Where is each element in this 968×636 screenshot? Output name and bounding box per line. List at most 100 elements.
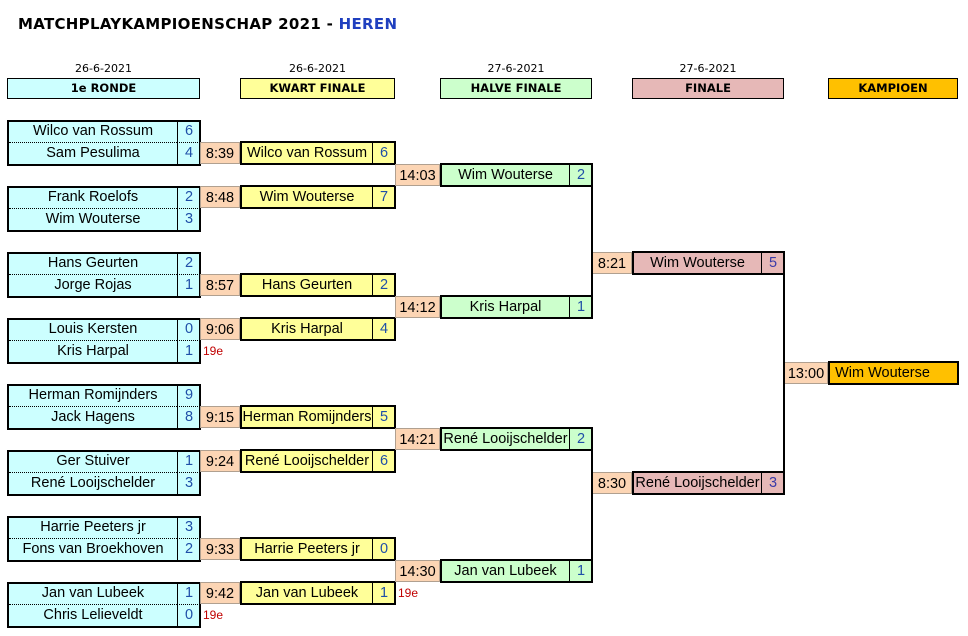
player-score: 2	[177, 186, 200, 208]
player-score: 1	[177, 274, 200, 296]
player-score: 6	[177, 120, 200, 142]
round-date: 26-6-2021	[289, 62, 346, 75]
round-header: 1e RONDE	[7, 78, 200, 99]
player-score: 2	[177, 538, 200, 560]
player-score: 3	[177, 472, 200, 494]
player-name: Jan van Lubeek	[454, 563, 557, 579]
match-time: 8:57	[200, 274, 240, 296]
player-score: 3	[177, 208, 200, 230]
player-name: Wim Wouterse	[650, 255, 745, 271]
round-header: FINALE	[632, 78, 784, 99]
player-name: René Looijschelder	[635, 475, 760, 491]
player-score: 8	[177, 406, 200, 428]
player-entry	[240, 537, 396, 561]
player-score: 2	[569, 428, 592, 450]
player-score: 4	[372, 318, 395, 340]
round-date: 27-6-2021	[679, 62, 737, 75]
player-name: Jack Hagens	[51, 409, 135, 425]
bracket-line	[783, 252, 785, 494]
divider	[177, 604, 200, 605]
player-score: 0	[372, 538, 395, 560]
player-entry	[632, 471, 785, 495]
divider	[177, 340, 200, 341]
player-name: Louis Kersten	[48, 321, 138, 337]
player-name: Jorge Rojas	[54, 277, 132, 293]
player-name: Jan van Lubeek	[41, 585, 145, 601]
player-entry	[440, 559, 593, 583]
player-score: 1	[177, 340, 200, 362]
player-name: Wilco van Rossum	[246, 145, 368, 161]
title-main: MATCHPLAYKAMPIOENSCHAP 2021 -	[18, 15, 334, 33]
round-header: KAMPIOEN	[828, 78, 958, 99]
player-name: Wim Wouterse	[835, 365, 930, 381]
divider	[9, 142, 177, 143]
player-name: Kris Harpal	[469, 299, 542, 315]
player-entry	[440, 427, 593, 451]
divider	[177, 274, 200, 275]
match-box	[7, 516, 201, 562]
player-score: 0	[177, 604, 200, 626]
player-name: Frank Roelofs	[47, 189, 139, 205]
player-name: Harrie Peeters jr	[254, 541, 360, 557]
player-score: 0	[177, 318, 200, 340]
player-name: Sam Pesulima	[46, 145, 140, 161]
match-box	[7, 186, 201, 232]
divider	[177, 208, 200, 209]
match-box	[7, 252, 201, 298]
player-name: Harrie Peeters jr	[40, 519, 146, 535]
round-date: 26-6-2021	[75, 62, 132, 75]
match-time: 14:30	[395, 560, 440, 582]
divider	[177, 538, 200, 539]
round-header: KWART FINALE	[240, 78, 395, 99]
player-score: 6	[372, 450, 395, 472]
player-score: 7	[372, 186, 395, 208]
match-time: 9:15	[200, 406, 240, 428]
player-score: 5	[761, 252, 784, 274]
extra-hole-note: 19e	[203, 344, 224, 358]
player-score: 1	[569, 296, 592, 318]
player-score: 9	[177, 384, 200, 406]
player-score: 1	[372, 582, 395, 604]
match-time: 9:06	[200, 318, 240, 340]
match-time: 9:33	[200, 538, 240, 560]
player-name: Wim Wouterse	[45, 211, 141, 227]
player-name: Jan van Lubeek	[255, 585, 359, 601]
player-name: Kris Harpal	[57, 343, 129, 359]
extra-hole-note: 19e	[203, 608, 224, 622]
divider	[9, 538, 177, 539]
match-time: 8:48	[200, 186, 240, 208]
page-title: MATCHPLAYKAMPIOENSCHAP 2021 - HEREN	[18, 15, 397, 33]
player-name: Herman Romijnders	[242, 409, 372, 425]
player-name: Hans Geurten	[47, 255, 139, 271]
player-entry	[828, 361, 959, 385]
match-box	[7, 582, 201, 628]
divider	[9, 604, 177, 605]
round-date: 27-6-2021	[487, 62, 545, 75]
divider	[177, 142, 200, 143]
divider	[9, 208, 177, 209]
player-entry	[240, 141, 396, 165]
divider	[177, 406, 200, 407]
match-box	[7, 450, 201, 496]
player-score: 2	[372, 274, 395, 296]
player-name: Fons van Broekhoven	[22, 541, 164, 557]
player-entry	[240, 449, 396, 473]
match-time: 9:24	[200, 450, 240, 472]
match-time: 14:03	[395, 164, 440, 186]
player-score: 2	[569, 164, 592, 186]
player-name: Ger Stuiver	[56, 453, 130, 469]
player-entry	[240, 273, 396, 297]
bracket-line	[591, 428, 593, 582]
round-header: HALVE FINALE	[440, 78, 592, 99]
player-name: Kris Harpal	[271, 321, 343, 337]
player-score: 4	[177, 142, 200, 164]
player-name: Wilco van Rossum	[32, 123, 154, 139]
player-entry	[240, 185, 396, 209]
match-time: 8:21	[592, 252, 632, 274]
divider	[177, 472, 200, 473]
match-box	[7, 384, 201, 430]
player-entry	[240, 405, 396, 429]
player-score: 1	[569, 560, 592, 582]
player-name: Herman Romijnders	[28, 387, 158, 403]
bracket-line	[591, 164, 593, 318]
